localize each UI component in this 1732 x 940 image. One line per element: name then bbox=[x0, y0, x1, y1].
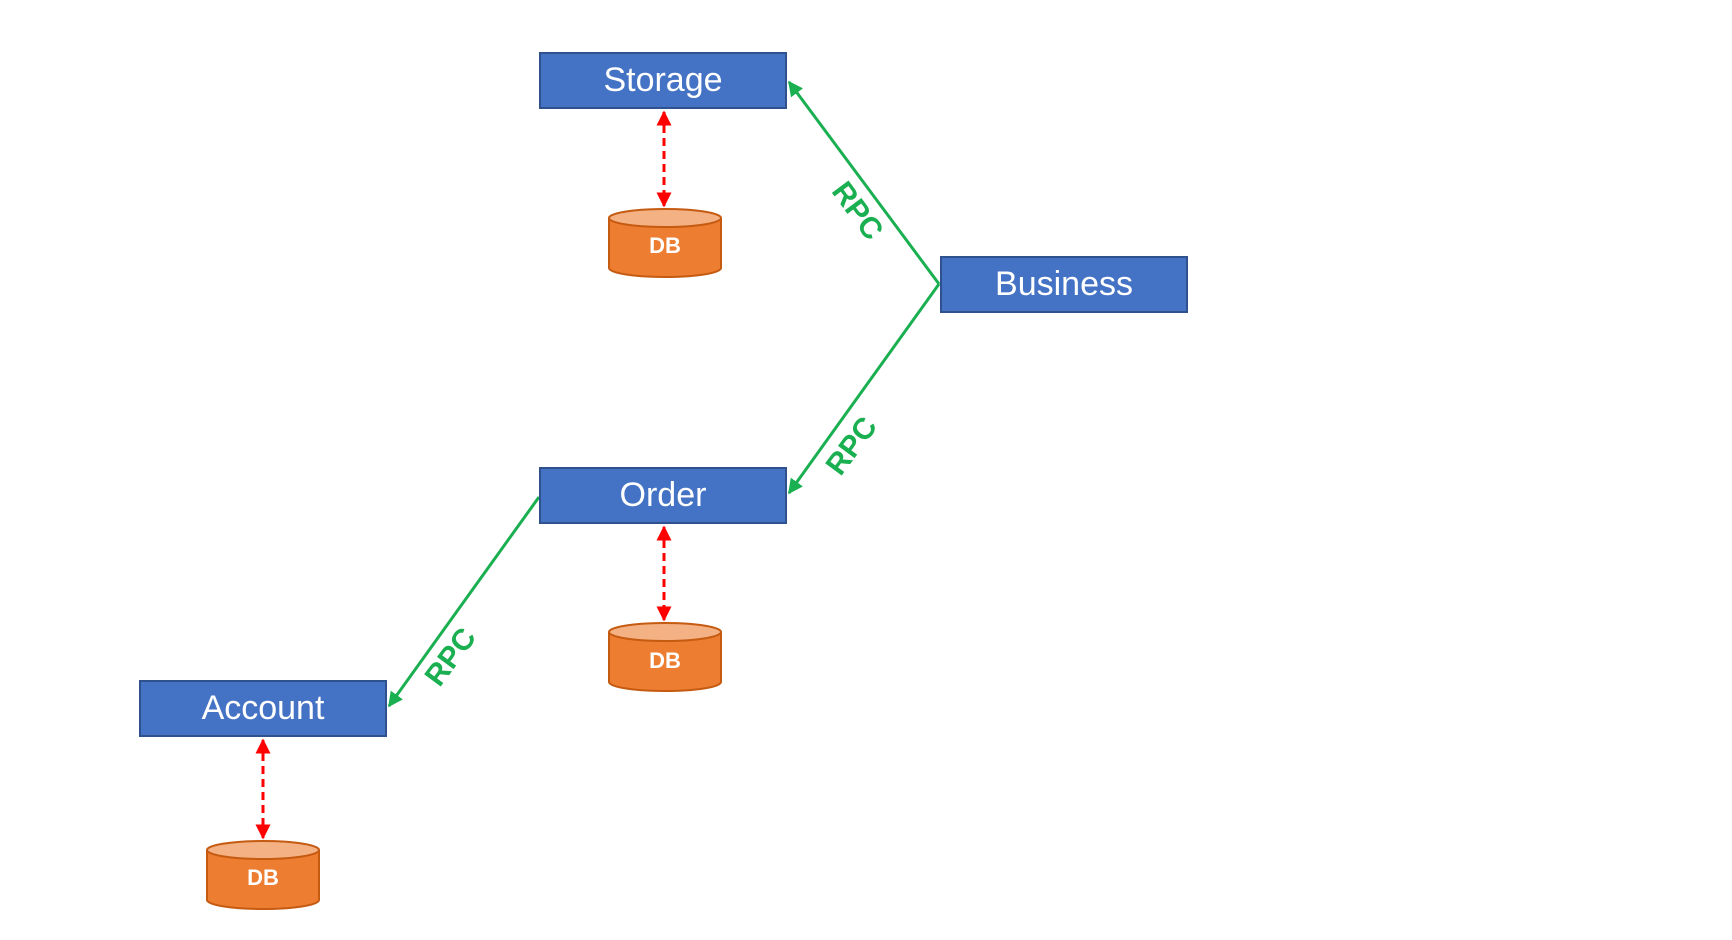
order-service-box: Order bbox=[539, 467, 787, 524]
account-db-label: DB bbox=[247, 865, 279, 890]
storage-db-label: DB bbox=[649, 233, 681, 258]
order-service-label: Order bbox=[619, 476, 707, 514]
rpc-edge-order-account bbox=[387, 496, 541, 708]
account-db-cylinder: DB bbox=[206, 840, 320, 910]
rpc-edge-business-order bbox=[787, 283, 941, 495]
storage-db-cylinder: DB bbox=[608, 208, 722, 278]
account-service-box: Account bbox=[139, 680, 387, 737]
order-db-cylinder: DB bbox=[608, 622, 722, 692]
rpc-edge-business-storage bbox=[787, 80, 941, 285]
account-service-label: Account bbox=[201, 689, 325, 727]
business-service-label: Business bbox=[995, 265, 1133, 303]
storage-service-label: Storage bbox=[603, 61, 723, 99]
rpc-label-business-storage: RPC bbox=[825, 176, 889, 247]
rpc-label-business-order: RPC bbox=[820, 411, 884, 482]
order-db-label: DB bbox=[649, 648, 681, 673]
storage-service-box: Storage bbox=[539, 52, 787, 109]
business-service-box: Business bbox=[940, 256, 1188, 313]
rpc-label-order-account: RPC bbox=[419, 622, 483, 693]
